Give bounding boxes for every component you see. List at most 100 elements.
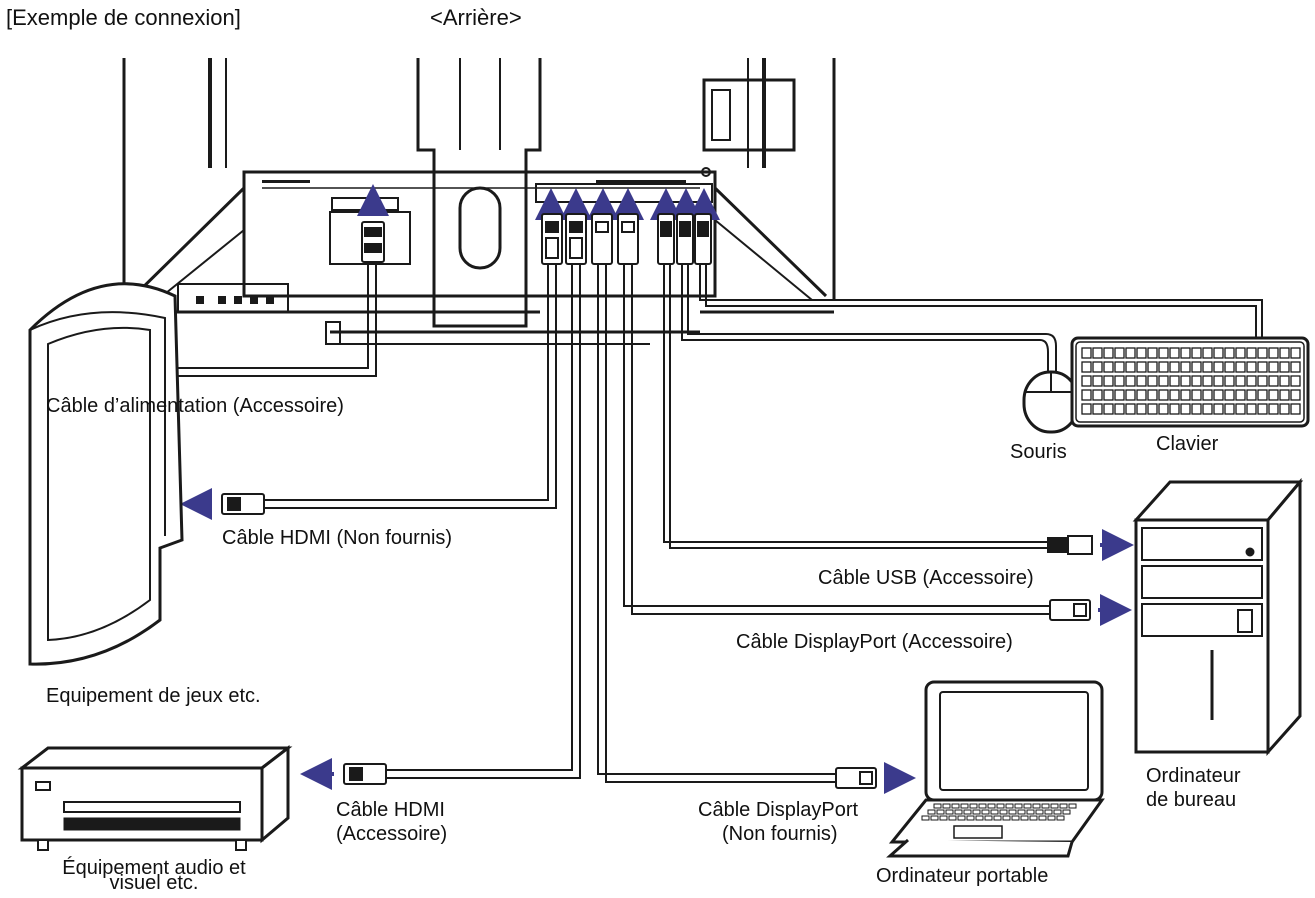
laptop-key	[1008, 809, 1017, 815]
monitor-rear-icon	[122, 58, 836, 345]
keyboard-key	[1147, 403, 1158, 415]
laptop-key	[1035, 809, 1044, 815]
hdmi-plug-icon	[565, 213, 587, 265]
keyboard-key	[1114, 389, 1125, 401]
laptop-key	[1053, 809, 1062, 815]
laptop-key	[945, 809, 954, 815]
keyboard-key	[1290, 347, 1301, 359]
laptop-key	[954, 809, 963, 815]
keyboard-key	[1158, 375, 1169, 387]
laptop-key	[984, 815, 993, 821]
keyboard-key	[1202, 361, 1213, 373]
arrow-icon	[180, 488, 1134, 794]
hdmi-plug-icon	[541, 213, 563, 265]
laptop-key	[1059, 803, 1068, 809]
cables	[96, 260, 1263, 783]
keyboard-key	[1147, 375, 1158, 387]
keyboard-key	[1268, 375, 1279, 387]
laptop-key	[993, 815, 1002, 821]
laptop-key	[996, 803, 1005, 809]
hdmi-plug-icon	[343, 763, 387, 785]
keyboard-key	[1081, 361, 1092, 373]
keyboard-key	[1114, 361, 1125, 373]
power-plug-icon	[361, 221, 385, 263]
keyboard-key	[1290, 361, 1301, 373]
keyboard-key	[1125, 389, 1136, 401]
mouse-icon	[1022, 370, 1080, 434]
keyboard-key	[1202, 347, 1213, 359]
laptop-key	[1023, 803, 1032, 809]
keyboard-key	[1213, 375, 1224, 387]
displayport-plug-icon	[591, 213, 613, 265]
keyboard-key	[1180, 361, 1191, 373]
keyboard-key	[1235, 361, 1246, 373]
keyboard-key	[1081, 347, 1092, 359]
laptop-key	[933, 803, 942, 809]
keyboard-key	[1136, 361, 1147, 373]
diagram-title: [Exemple de connexion]	[6, 5, 241, 30]
label-displayport-cable-desktop: Câble DisplayPort (Accessoire)	[736, 631, 1013, 653]
usb-plug-icon	[676, 213, 694, 265]
keyboard-key	[1092, 361, 1103, 373]
displayport-plug-icon	[1049, 599, 1091, 621]
keyboard-key	[1213, 403, 1224, 415]
laptop-key	[987, 803, 996, 809]
laptop-key	[1056, 815, 1065, 821]
view-label: <Arrière>	[430, 5, 522, 30]
keyboard-key	[1081, 389, 1092, 401]
laptop-key	[966, 815, 975, 821]
label-power-cable: Câble d’alimentation (Accessoire)	[46, 395, 344, 417]
laptop-key	[981, 809, 990, 815]
keyboard-key	[1224, 375, 1235, 387]
port-arrows	[357, 184, 720, 222]
keyboard-key	[1290, 389, 1301, 401]
laptop-key	[1017, 809, 1026, 815]
keyboard-key	[1125, 403, 1136, 415]
keyboard-key	[1114, 403, 1125, 415]
keyboard-key	[1224, 403, 1235, 415]
label-game-device: Equipement de jeux etc.	[46, 685, 261, 707]
keyboard-key	[1169, 389, 1180, 401]
keyboard-key	[1081, 375, 1092, 387]
keyboard-key	[1136, 375, 1147, 387]
keyboard-key	[1103, 403, 1114, 415]
laptop-key	[1005, 803, 1014, 809]
keyboard-keys	[1081, 347, 1301, 415]
keyboard-key	[1246, 347, 1257, 359]
keyboard-key	[1257, 361, 1268, 373]
keyboard-key	[1191, 389, 1202, 401]
av-player-icon	[17, 744, 293, 851]
keyboard-key	[1202, 375, 1213, 387]
laptop-key	[975, 815, 984, 821]
keyboard-key	[1224, 361, 1235, 373]
displayport-plug-icon	[835, 767, 877, 789]
laptop-key	[1068, 803, 1077, 809]
laptop-key	[1002, 815, 1011, 821]
laptop-keys	[921, 803, 1077, 821]
laptop-key	[921, 815, 930, 821]
laptop-icon	[886, 680, 1105, 858]
keyboard-key	[1191, 361, 1202, 373]
keyboard-key	[1235, 403, 1246, 415]
laptop-key	[1041, 803, 1050, 809]
laptop-key	[930, 815, 939, 821]
keyboard-key	[1202, 389, 1213, 401]
keyboard-key	[1081, 403, 1092, 415]
keyboard-key	[1092, 389, 1103, 401]
keyboard-key	[1279, 347, 1290, 359]
keyboard-key	[1257, 403, 1268, 415]
keyboard-key	[1125, 375, 1136, 387]
label-displayport-cable-laptop-line1: Câble DisplayPort	[698, 799, 859, 821]
keyboard-key	[1279, 375, 1290, 387]
keyboard-key	[1224, 389, 1235, 401]
keyboard-key	[1103, 347, 1114, 359]
keyboard-key	[1213, 347, 1224, 359]
label-hdmi-cable-av-line1: Câble HDMI	[336, 799, 445, 821]
keyboard-key	[1180, 375, 1191, 387]
usb-plug-icon	[694, 213, 712, 265]
laptop-key	[936, 809, 945, 815]
keyboard-key	[1125, 361, 1136, 373]
keyboard-key	[1213, 361, 1224, 373]
keyboard-key	[1279, 403, 1290, 415]
